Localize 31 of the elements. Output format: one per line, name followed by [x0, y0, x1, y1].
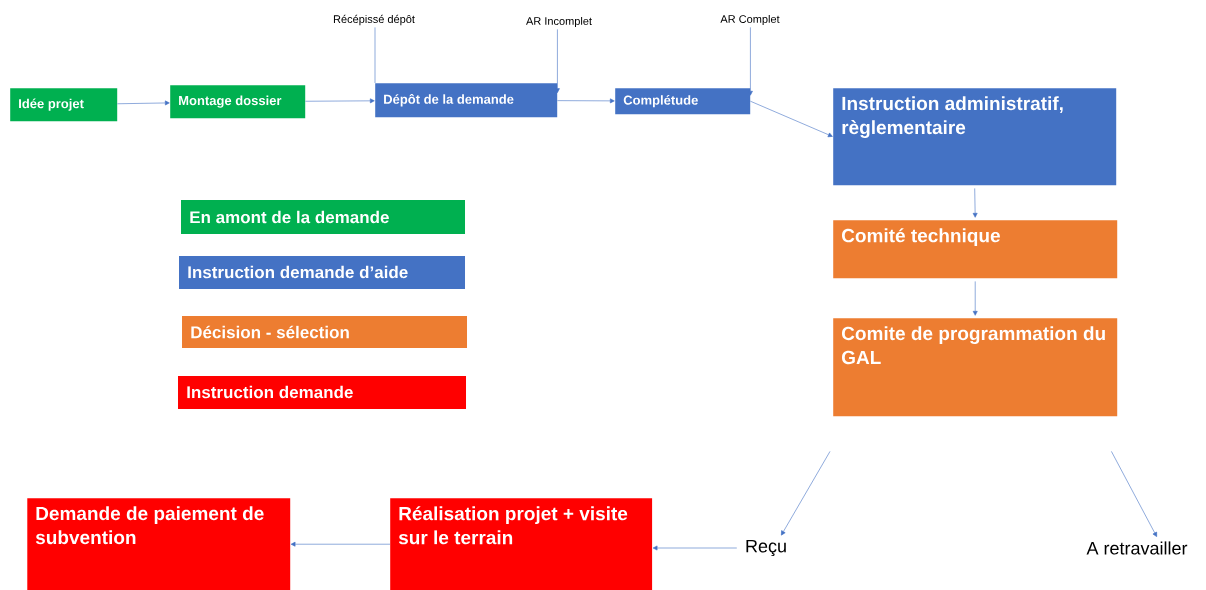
- annotation-label: AR Complet: [720, 14, 780, 26]
- arrow: [117, 100, 170, 106]
- legend-item: En amont de la demande: [181, 200, 465, 234]
- arrow: [1111, 451, 1157, 537]
- legend-item: Instruction demande: [178, 376, 466, 409]
- leader-line: [374, 27, 376, 84]
- arrow: [557, 98, 615, 104]
- outcome-label: Reçu: [746, 539, 786, 557]
- process-box: Complétude: [615, 88, 751, 115]
- outcome-label: A retravailler: [1086, 541, 1188, 555]
- arrow: [972, 188, 978, 218]
- arrow: [305, 98, 375, 104]
- process-box: Instruction administratif, règlementaire: [833, 88, 1117, 186]
- annotation-label: AR Incomplet: [526, 16, 592, 28]
- process-box: Idée projet: [10, 88, 118, 122]
- process-box: Dépôt de la demande: [375, 83, 558, 118]
- legend-item: Décision - sélection: [182, 316, 467, 348]
- annotation-label: Récépissé dépôt: [333, 14, 415, 26]
- process-box: Montage dossier: [170, 85, 306, 119]
- arrow: [972, 281, 978, 316]
- arrow: [748, 27, 753, 96]
- process-box: Réalisation projet + visite sur le terrain: [390, 498, 653, 590]
- process-box: Comite de programmation du GAL: [833, 318, 1118, 417]
- legend-item: Instruction demande d’aide: [179, 256, 465, 289]
- arrow: [652, 545, 738, 551]
- arrow: [555, 29, 560, 93]
- process-box: Comité technique: [833, 220, 1118, 279]
- process-box: Demande de paiement de subvention: [27, 498, 291, 590]
- arrow: [750, 100, 833, 138]
- arrow: [290, 541, 391, 547]
- arrow: [781, 451, 831, 536]
